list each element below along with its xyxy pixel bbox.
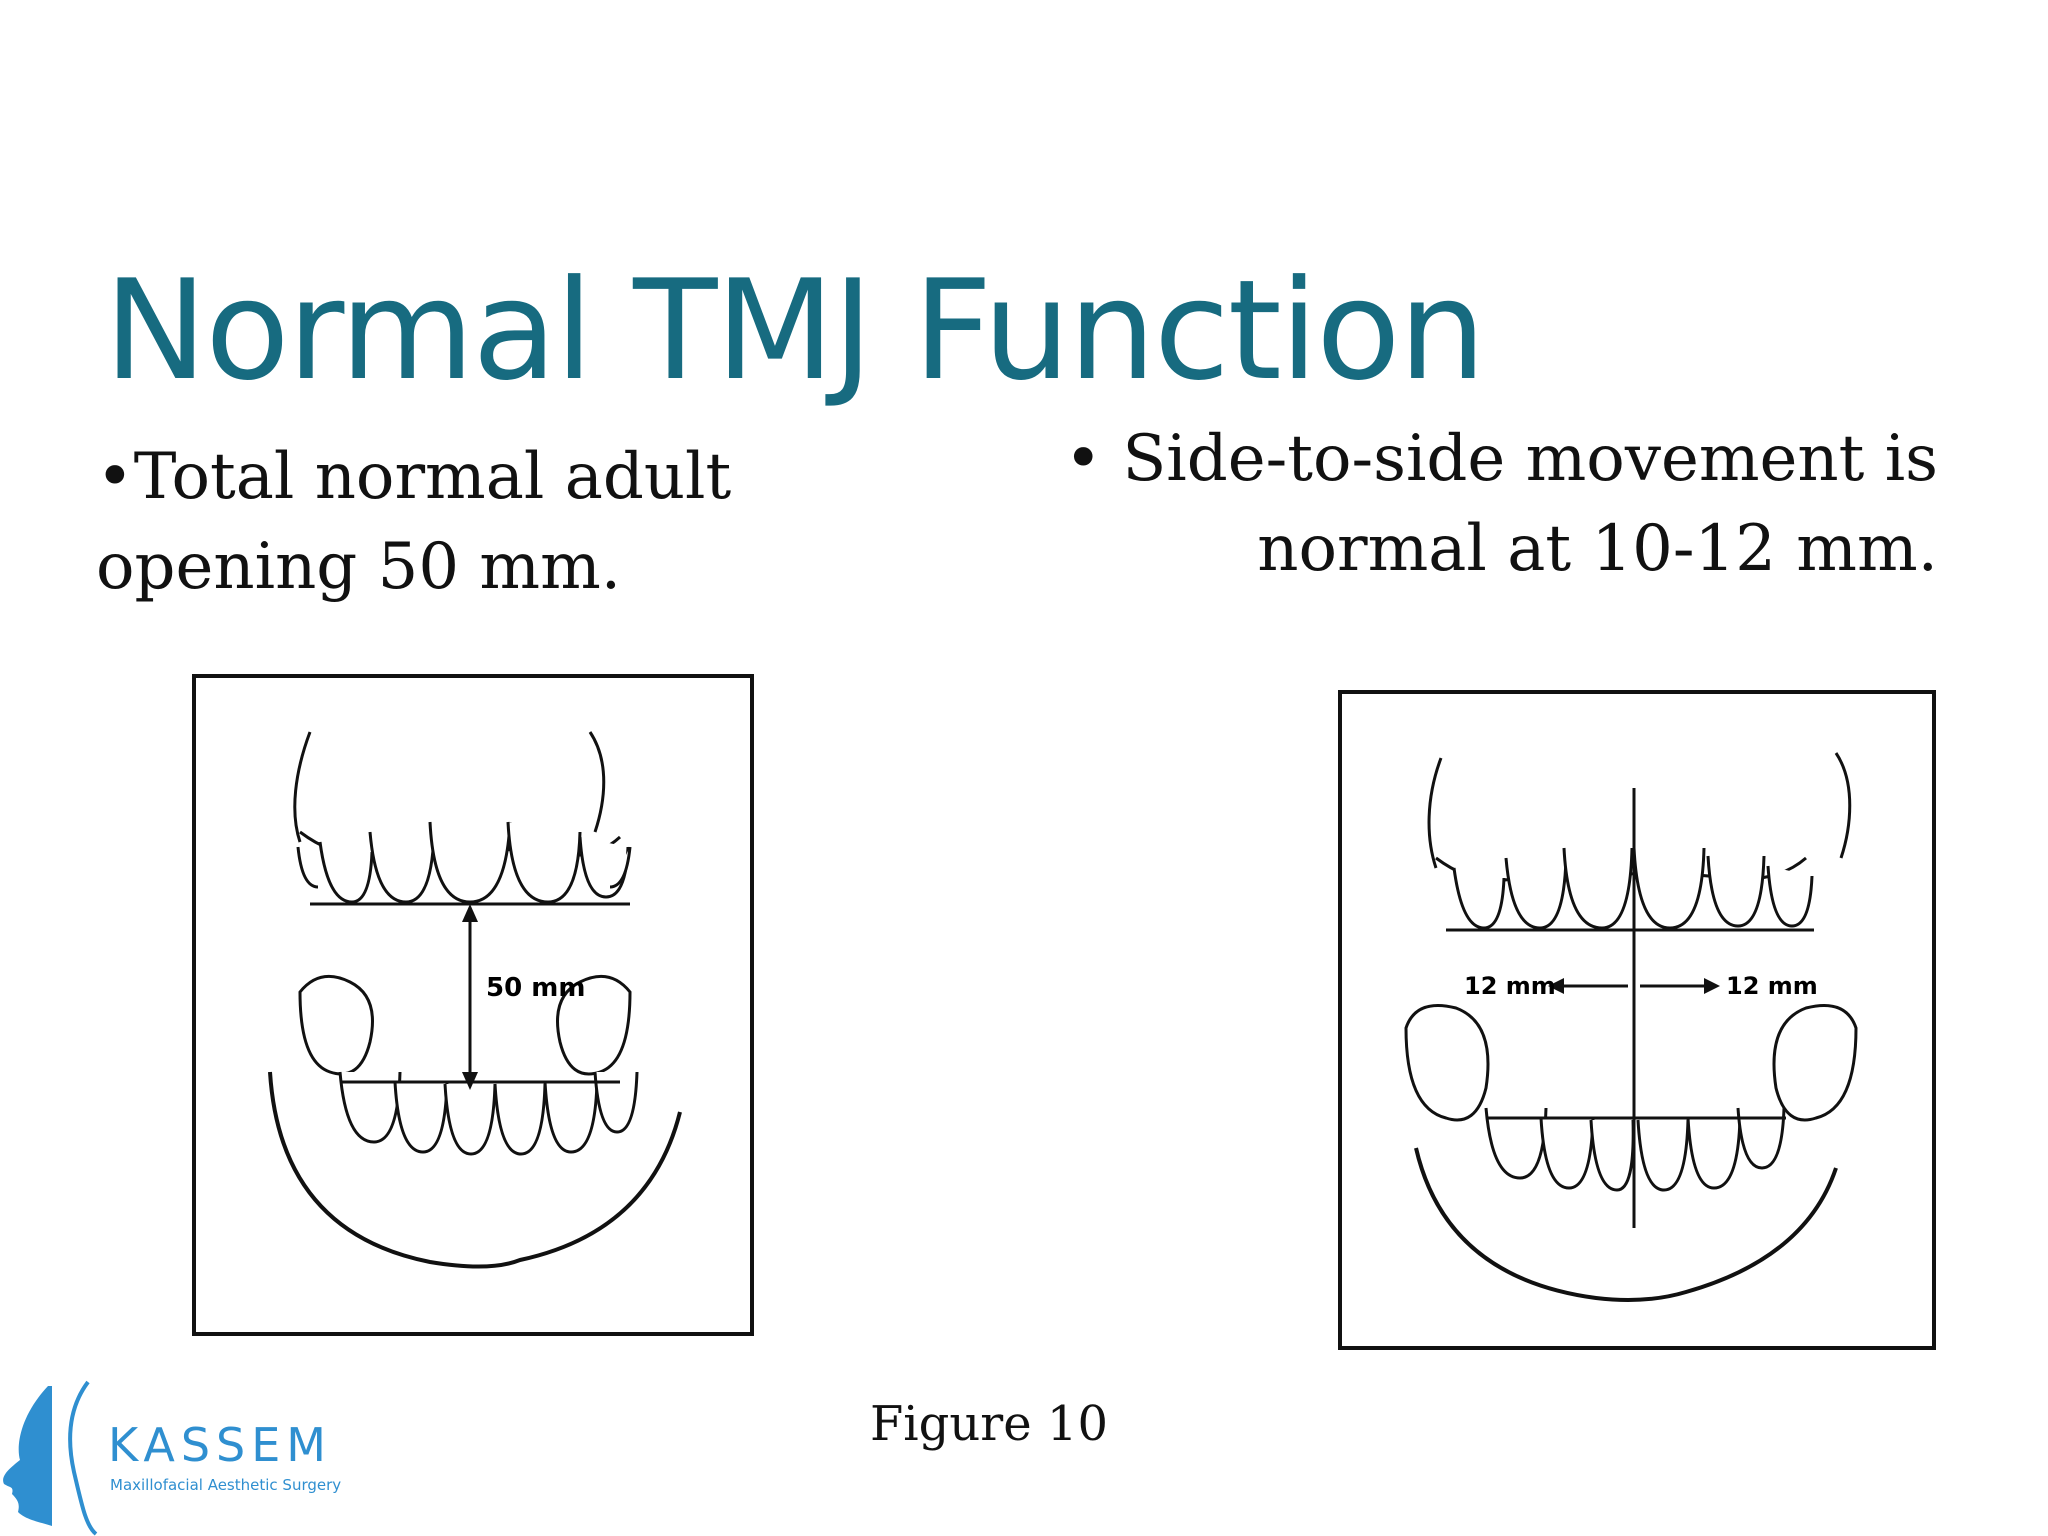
- bullet-side-movement: • Side-to-side movement is normal at 10-…: [1018, 414, 1938, 594]
- arrow-left-icon: [1548, 978, 1564, 994]
- lower-teeth-right: [1404, 1004, 1858, 1192]
- bullet-opening-line1: •Total normal adult: [96, 440, 732, 514]
- bullet-side-line1: • Side-to-side movement is: [1064, 422, 1938, 496]
- arrow-down-icon: [462, 1072, 478, 1090]
- lower-jaw-right: [1414, 1147, 1838, 1302]
- logo-name: KASSEM: [108, 1418, 332, 1472]
- arrow-right-icon: [1704, 978, 1720, 994]
- figure-caption: Figure 10: [870, 1396, 1108, 1452]
- bullet-opening-line2: opening 50 mm.: [96, 530, 622, 604]
- side-movement-illustration: 12 mm 12 mm: [1338, 690, 1936, 1350]
- mouth-opening-illustration: 50 mm: [192, 674, 754, 1336]
- right-shift-label: 12 mm: [1726, 972, 1818, 1000]
- bullet-side-line2: normal at 10-12 mm.: [1257, 512, 1938, 586]
- left-shift-label: 12 mm: [1464, 972, 1556, 1000]
- kassem-logo: KASSEM Maxillofacial Aesthetic Surgery: [0, 1376, 341, 1536]
- side-movement-figure: 12 mm 12 mm: [1336, 688, 1938, 1352]
- lower-jaw: [268, 1071, 682, 1269]
- lower-teeth: [298, 974, 639, 1156]
- opening-measure-label: 50 mm: [486, 973, 585, 1003]
- arrow-up-icon: [462, 904, 478, 922]
- logo-tagline: Maxillofacial Aesthetic Surgery: [110, 1476, 342, 1494]
- bullet-opening: •Total normal adult opening 50 mm.: [96, 432, 856, 612]
- slide-title: Normal TMJ Function: [104, 250, 1486, 411]
- face-profile-icon: [3, 1380, 98, 1536]
- mouth-opening-figure: 50 mm: [190, 672, 756, 1338]
- upper-teeth: [293, 731, 632, 906]
- upper-teeth-right: [1427, 752, 1852, 932]
